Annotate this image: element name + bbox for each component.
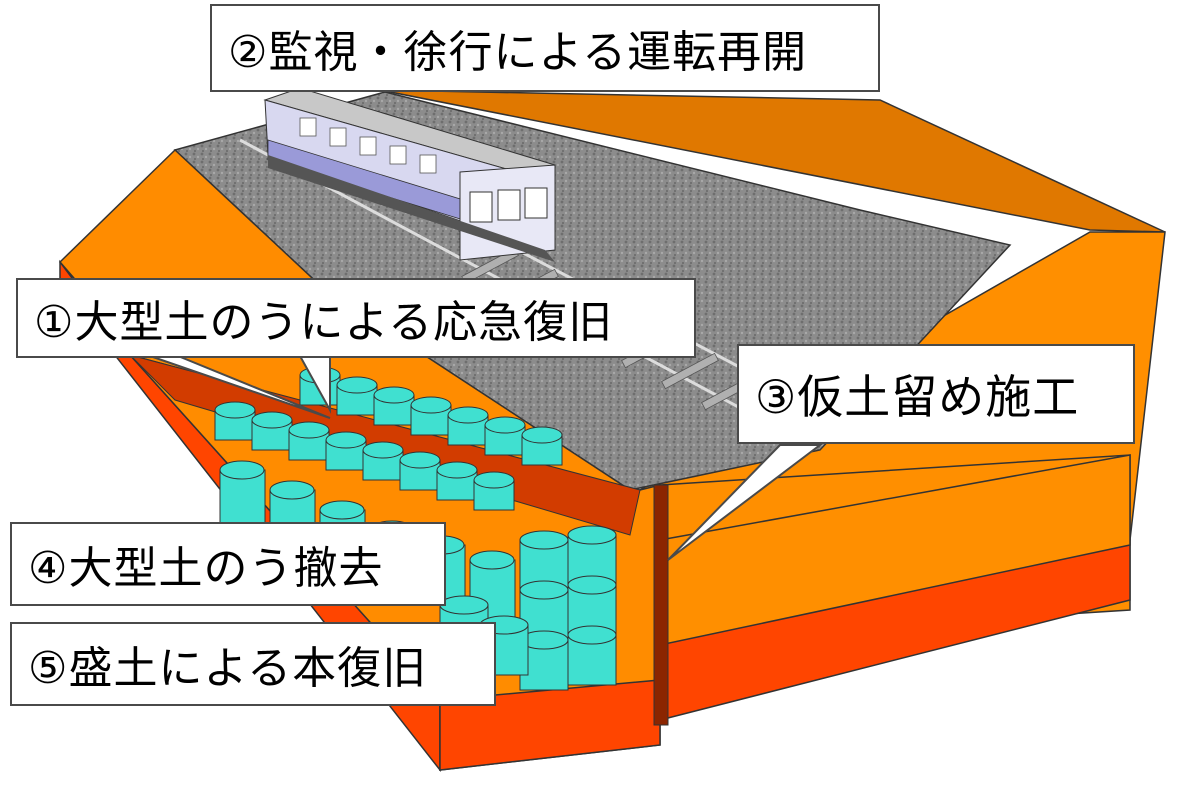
callout-step5: ⑤盛土による本復旧	[10, 622, 496, 706]
callout-step4-text: ④大型土のう撤去	[28, 543, 384, 594]
callout-step1-text: ①大型土のうによる応急復旧	[34, 297, 614, 348]
retaining-wall	[653, 484, 669, 726]
callout-step2-text: ②監視・徐行による運転再開	[228, 27, 808, 78]
callout-step3-text: ③仮土留め施工	[755, 370, 1080, 424]
callout-step3: ③仮土留め施工	[737, 344, 1135, 444]
callout-step2: ②監視・徐行による運転再開	[210, 4, 880, 92]
callout-step5-text: ⑤盛土による本復旧	[28, 643, 428, 694]
callout-pointer-step3	[667, 444, 823, 561]
callout-step4: ④大型土のう撤去	[10, 522, 446, 606]
callout-step1: ①大型土のうによる応急復旧	[16, 278, 696, 358]
train-illustration	[263, 87, 556, 262]
